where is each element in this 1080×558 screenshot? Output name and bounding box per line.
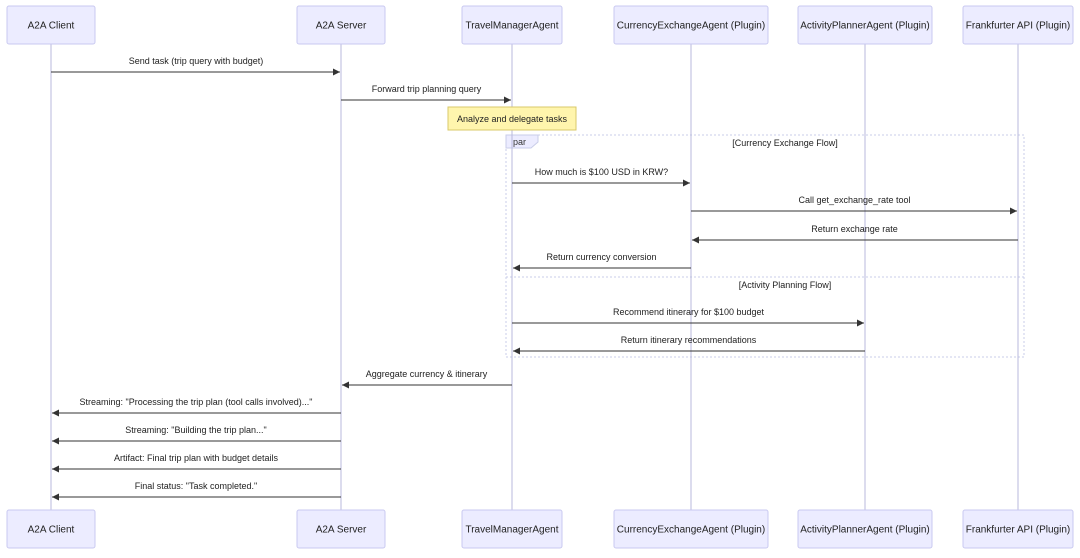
message-label: Final status: "Task completed." bbox=[135, 481, 257, 491]
message-label: Aggregate currency & itinerary bbox=[366, 369, 488, 379]
actor-client-bottom-label: A2A Client bbox=[28, 525, 75, 536]
message: Streaming: "Processing the trip plan (to… bbox=[52, 397, 341, 417]
actor-currency-top: CurrencyExchangeAgent (Plugin) bbox=[613, 5, 769, 45]
actor-frankfurter-top-label: Frankfurter API (Plugin) bbox=[966, 21, 1070, 32]
actor-travel-top-box bbox=[461, 5, 563, 45]
message: Send task (trip query with budget) bbox=[51, 56, 340, 76]
message: Return itinerary recommendations bbox=[513, 335, 865, 355]
note-text: Analyze and delegate tasks bbox=[457, 114, 568, 124]
actor-server-top-box bbox=[296, 5, 386, 45]
actor-travel-bottom: TravelManagerAgent bbox=[461, 509, 563, 549]
message: Artifact: Final trip plan with budget de… bbox=[52, 453, 341, 473]
message-label: Recommend itinerary for $100 budget bbox=[613, 307, 765, 317]
note-analyze-delegate: Analyze and delegate tasks bbox=[447, 106, 577, 131]
actor-activity-top: ActivityPlannerAgent (Plugin) bbox=[797, 5, 933, 45]
actor-currency-bottom-label: CurrencyExchangeAgent (Plugin) bbox=[617, 525, 765, 536]
message-label: Artifact: Final trip plan with budget de… bbox=[114, 453, 279, 463]
actor-server-top-label: A2A Server bbox=[316, 21, 367, 32]
message-label: Send task (trip query with budget) bbox=[129, 56, 264, 66]
actor-currency-bottom-box bbox=[613, 509, 769, 549]
par-frame bbox=[505, 134, 1025, 358]
message: Return currency conversion bbox=[513, 252, 691, 272]
actor-frankfurter-top-box bbox=[962, 5, 1074, 45]
actor-currency-top-label: CurrencyExchangeAgent (Plugin) bbox=[617, 21, 765, 32]
actor-currency-top-box bbox=[613, 5, 769, 45]
message-label: Streaming: "Processing the trip plan (to… bbox=[80, 397, 313, 407]
actor-activity-bottom: ActivityPlannerAgent (Plugin) bbox=[797, 509, 933, 549]
message: How much is $100 USD in KRW? bbox=[512, 167, 690, 187]
actor-server-top: A2A Server bbox=[296, 5, 386, 45]
actor-server-bottom: A2A Server bbox=[296, 509, 386, 549]
actor-server-bottom-label: A2A Server bbox=[316, 525, 367, 536]
message-label: Call get_exchange_rate tool bbox=[798, 195, 910, 205]
actor-client-top-label: A2A Client bbox=[28, 21, 75, 32]
message-label: How much is $100 USD in KRW? bbox=[535, 167, 668, 177]
message: Forward trip planning query bbox=[341, 84, 511, 104]
actor-frankfurter-top: Frankfurter API (Plugin) bbox=[962, 5, 1074, 45]
actor-frankfurter-bottom: Frankfurter API (Plugin) bbox=[962, 509, 1074, 549]
actor-activity-top-box bbox=[797, 5, 933, 45]
message-label: Return exchange rate bbox=[811, 224, 898, 234]
actor-travel-top-label: TravelManagerAgent bbox=[465, 21, 558, 32]
message: Aggregate currency & itinerary bbox=[342, 369, 512, 389]
actor-client-top-box bbox=[6, 5, 96, 45]
message-label: Return currency conversion bbox=[546, 252, 656, 262]
actor-frankfurter-bottom-box bbox=[962, 509, 1074, 549]
message-label: Return itinerary recommendations bbox=[621, 335, 757, 345]
message: Return exchange rate bbox=[692, 224, 1018, 244]
actor-client-bottom: A2A Client bbox=[6, 509, 96, 549]
par-keyword: par bbox=[513, 137, 526, 147]
actor-activity-top-label: ActivityPlannerAgent (Plugin) bbox=[800, 21, 930, 32]
actor-frankfurter-bottom-label: Frankfurter API (Plugin) bbox=[966, 525, 1070, 536]
note-box bbox=[447, 106, 577, 131]
par-section-activity-label: [Activity Planning Flow] bbox=[739, 280, 832, 290]
actor-activity-bottom-box bbox=[797, 509, 933, 549]
actor-travel-bottom-label: TravelManagerAgent bbox=[465, 525, 558, 536]
message: Call get_exchange_rate tool bbox=[691, 195, 1017, 215]
actor-client-top: A2A Client bbox=[6, 5, 96, 45]
actor-currency-bottom: CurrencyExchangeAgent (Plugin) bbox=[613, 509, 769, 549]
actor-travel-top: TravelManagerAgent bbox=[461, 5, 563, 45]
actor-server-bottom-box bbox=[296, 509, 386, 549]
message-label: Streaming: "Building the trip plan..." bbox=[125, 425, 266, 435]
message: Streaming: "Building the trip plan..." bbox=[52, 425, 341, 445]
message: Final status: "Task completed." bbox=[52, 481, 341, 501]
par-frame-tab bbox=[505, 134, 539, 149]
actor-travel-bottom-box bbox=[461, 509, 563, 549]
message: Recommend itinerary for $100 budget bbox=[512, 307, 864, 327]
actor-client-bottom-box bbox=[6, 509, 96, 549]
message-label: Forward trip planning query bbox=[372, 84, 482, 94]
par-section-currency-label: [Currency Exchange Flow] bbox=[732, 138, 838, 148]
actor-activity-bottom-label: ActivityPlannerAgent (Plugin) bbox=[800, 525, 930, 536]
